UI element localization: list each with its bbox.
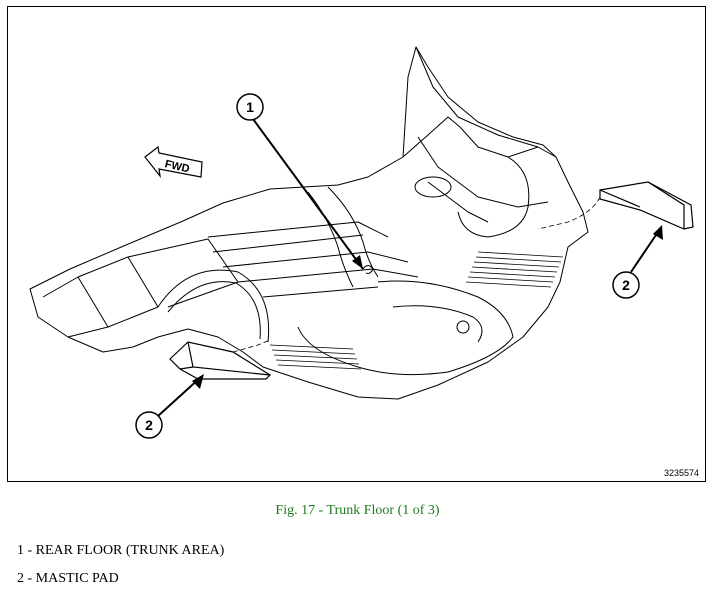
mastic-pad-left — [169, 341, 271, 380]
fwd-arrow: FWD — [144, 145, 203, 179]
left-sill-ribs — [269, 344, 362, 370]
rear-sill-ribs — [465, 251, 564, 288]
fwd-label: FWD — [164, 158, 191, 175]
rear-body-panel — [402, 46, 557, 158]
callout-2-left-number: 2 — [145, 417, 153, 433]
mastic-pad-right — [599, 181, 694, 230]
trunk-floor-illustration: FWD 1 2 2 — [29, 46, 694, 439]
figure-frame: FWD 1 2 2 3235574 — [7, 6, 706, 482]
callout-2-left: 2 — [135, 374, 204, 439]
legend-item-mastic-pad: 2 - MASTIC PAD — [17, 571, 119, 586]
wheel-well-left — [157, 269, 270, 343]
floor-pan-outline — [29, 116, 589, 400]
callout-1-number: 1 — [246, 99, 254, 115]
callout-2-right: 2 — [612, 225, 663, 299]
callout-2-right-number: 2 — [622, 277, 630, 293]
legend-item-rear-floor: 1 - REAR FLOOR (TRUNK AREA) — [17, 543, 225, 558]
wheel-well-right — [457, 156, 530, 238]
trunk-tub — [297, 280, 514, 376]
figure-id-label: 3235574 — [663, 468, 699, 478]
callout-1: 1 — [236, 93, 364, 270]
figure-caption: Fig. 17 - Trunk Floor (1 of 3) — [275, 503, 440, 518]
